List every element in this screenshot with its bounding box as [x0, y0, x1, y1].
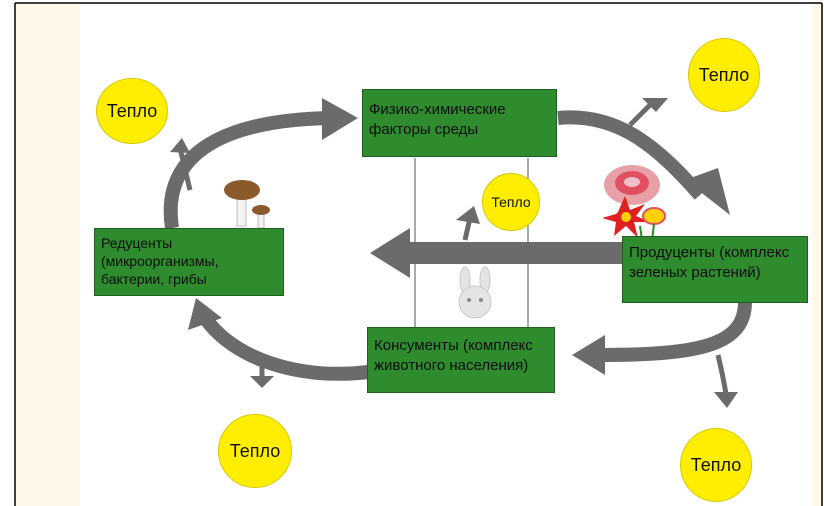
- main-flow-arrowhead: [370, 228, 410, 278]
- flower-icon: [602, 165, 666, 241]
- heat-arrowhead-physical: [642, 98, 668, 112]
- arrowhead-to-physical: [322, 98, 358, 140]
- heat-arrow-reducers: [177, 147, 193, 191]
- arrowhead-to-producers: [685, 168, 730, 215]
- arrowhead-to-reducers: [188, 298, 222, 330]
- arrow-physical-to-producers: [557, 110, 706, 200]
- heat-label: Тепло: [106, 100, 158, 121]
- heat-arrowhead-center: [456, 206, 480, 224]
- heat-arrow-physical: [628, 103, 652, 127]
- arrow-reducers-to-physical: [163, 111, 331, 230]
- main-flow-bar: [410, 242, 625, 264]
- heat-label: Тепло: [698, 64, 750, 85]
- heat-label: Тепло: [229, 440, 281, 461]
- node-consumers: Консументы (комплекс животного населения…: [367, 327, 555, 393]
- heat-label: Тепло: [491, 194, 531, 210]
- node-physical-factors: Физико-химические факторы среды: [362, 89, 557, 157]
- arrow-producers-to-consumers: [599, 301, 752, 362]
- heat-arrowhead-consumers: [250, 376, 274, 388]
- node-producers-label: Продуценты (комплекс зеленых растений): [629, 244, 790, 281]
- heat-arrowhead-reducers: [170, 138, 190, 153]
- rabbit-icon: [458, 266, 492, 319]
- heat-circle-bottom-left: Тепло: [218, 414, 292, 488]
- mushroom-icon: [224, 180, 270, 229]
- right-margin-panel: [812, 3, 824, 506]
- node-reducers: Редуценты (микроорганизмы, бактерии, гри…: [94, 228, 284, 296]
- node-producers: Продуценты (комплекс зеленых растений): [622, 236, 808, 303]
- heat-arrowhead-producers: [714, 392, 738, 408]
- node-physical-label: Физико-химические факторы среды: [369, 101, 506, 138]
- heat-circle-center: Тепло: [482, 173, 540, 231]
- left-margin-panel: [15, 3, 80, 506]
- heat-label: Тепло: [690, 454, 742, 475]
- heat-arrow-producers: [715, 354, 729, 395]
- heat-circle-bottom-right: Тепло: [680, 428, 752, 502]
- node-consumers-label: Консументы (комплекс животного населения…: [374, 337, 533, 374]
- node-reducers-label: Редуценты (микроорганизмы, бактерии, гри…: [101, 235, 219, 287]
- heat-circle-top-right: Тепло: [688, 38, 760, 112]
- arrow-consumers-to-reducers: [199, 313, 369, 381]
- arrowhead-to-consumers: [572, 335, 605, 375]
- heat-circle-top-left: Тепло: [96, 78, 168, 144]
